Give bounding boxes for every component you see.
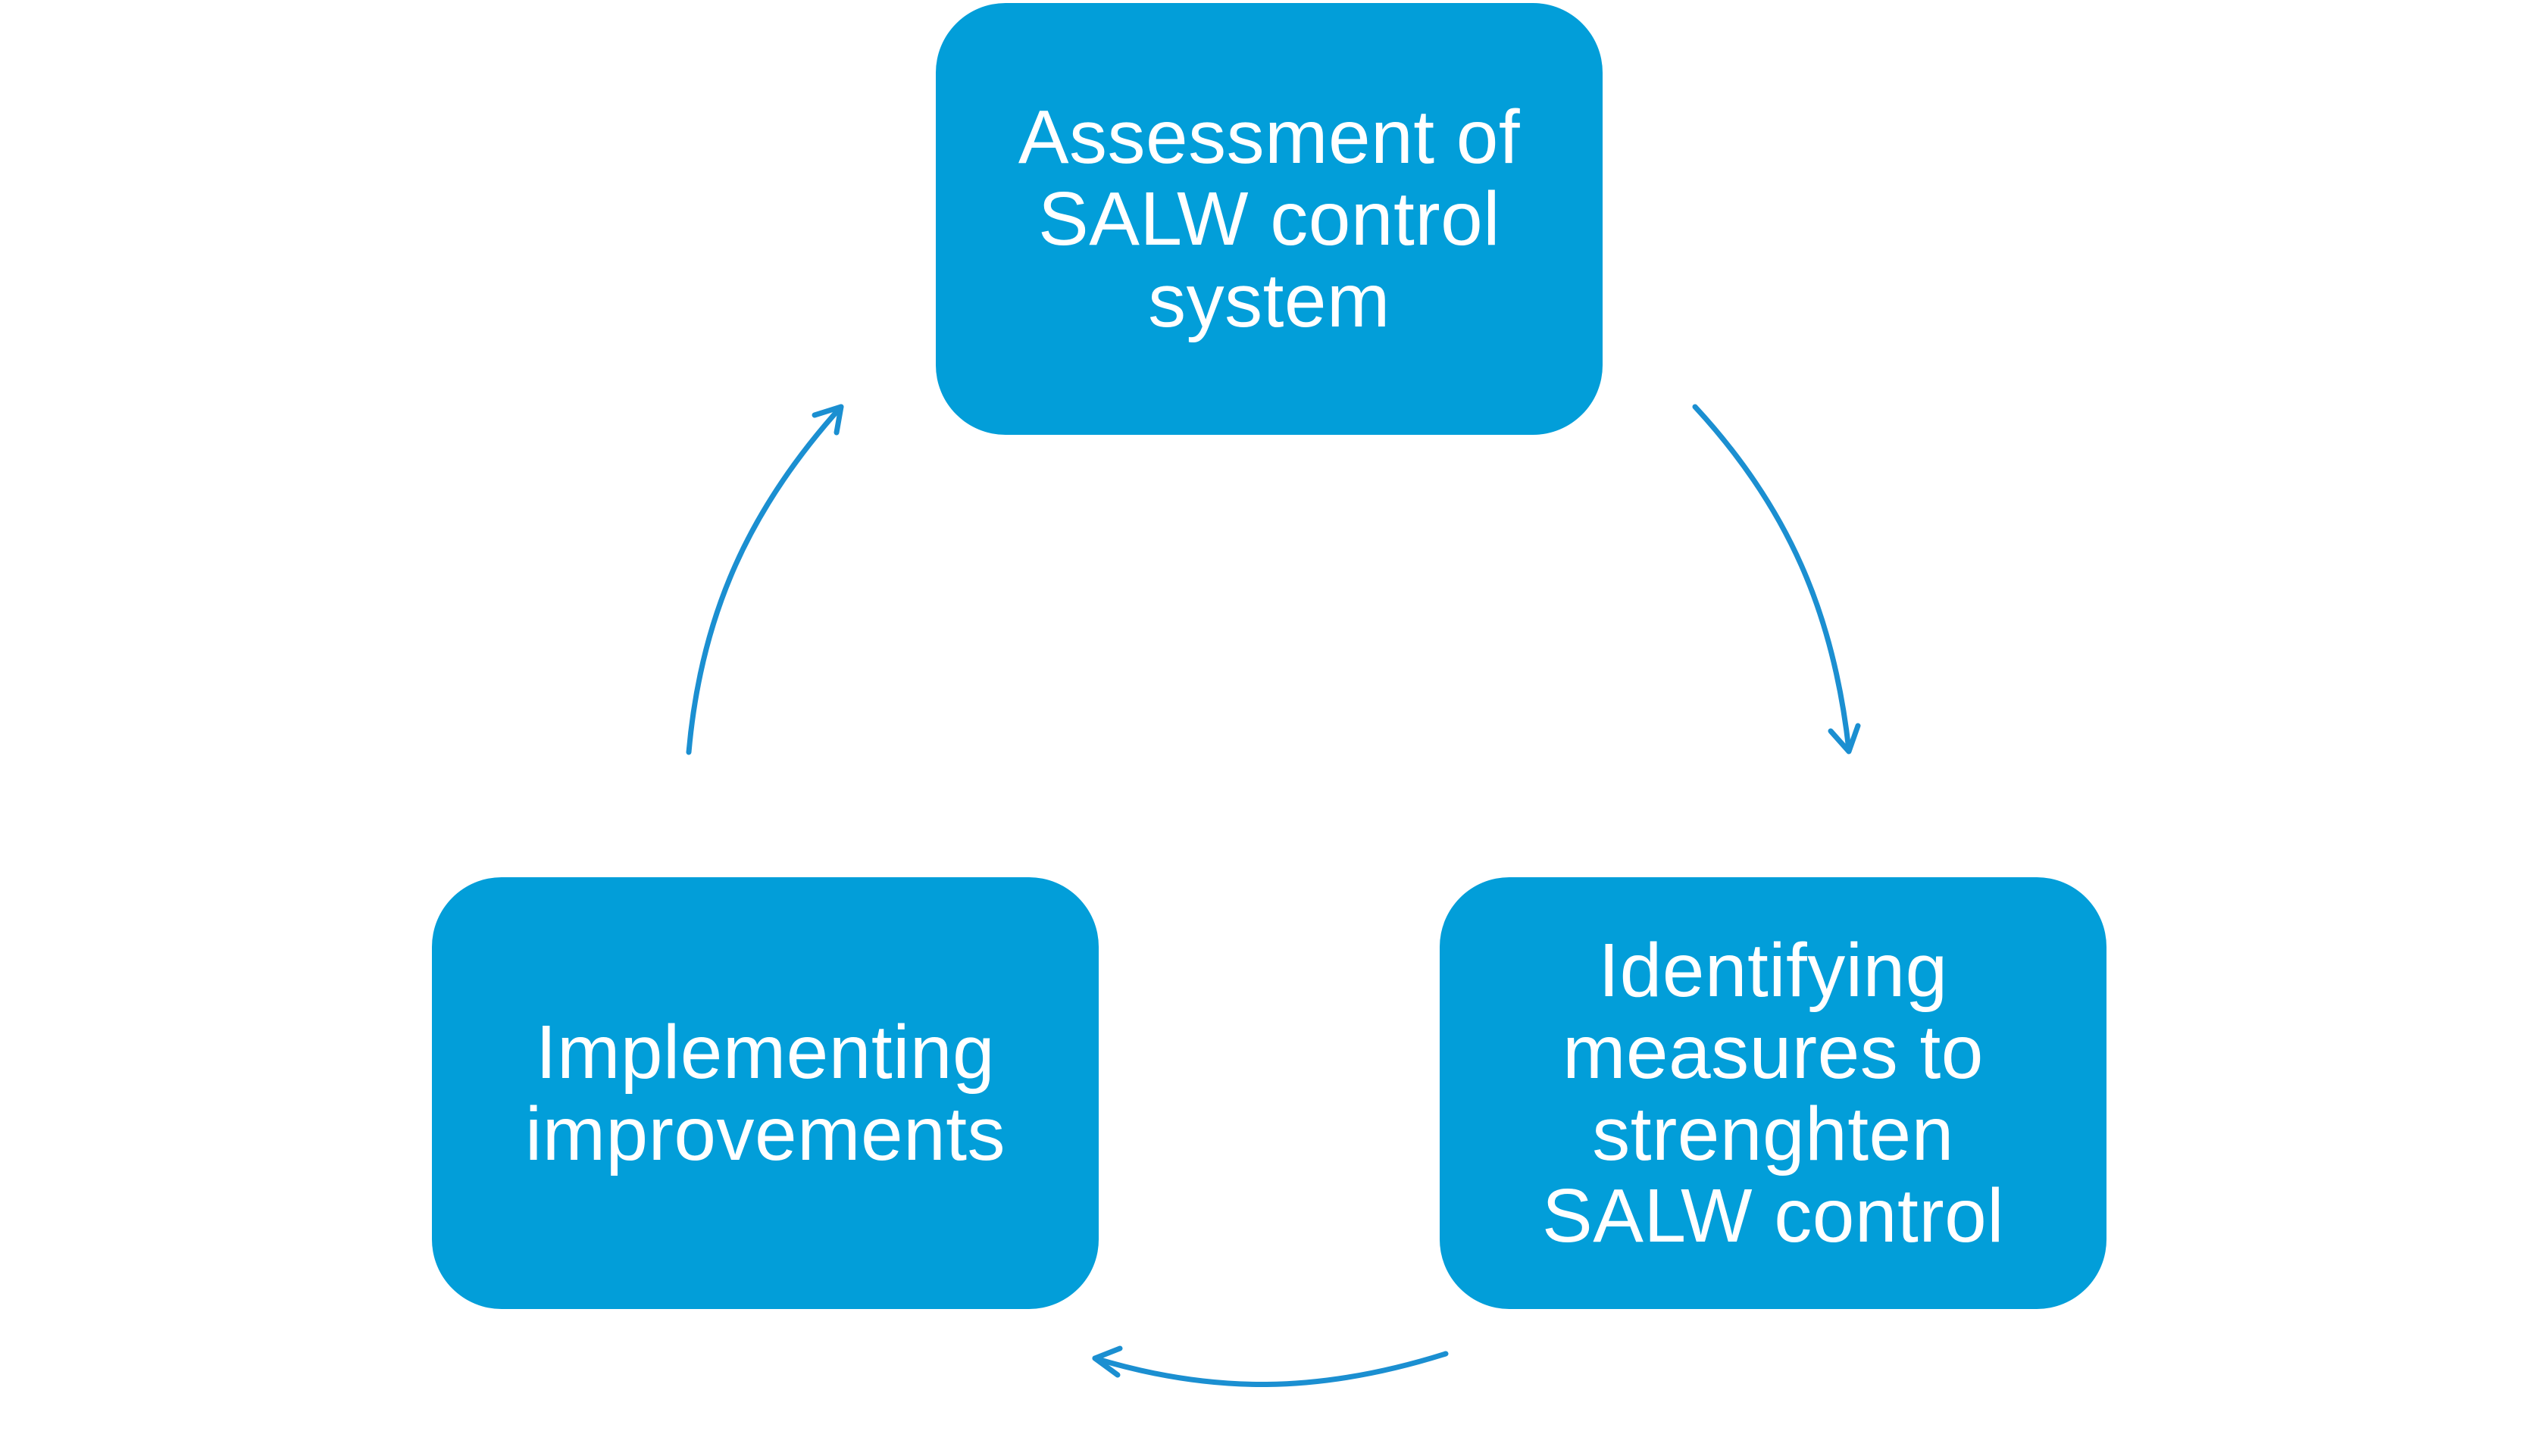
node-identifying-measures-label: Identifying measures to strenghten SALW …	[1542, 928, 2004, 1258]
node-implementing-improvements: Implementing improvements	[432, 877, 1099, 1309]
node-identifying-measures: Identifying measures to strenghten SALW …	[1440, 877, 2106, 1309]
arrow-implement-to-assessment-head	[812, 404, 844, 436]
node-implementing-improvements-label: Implementing improvements	[525, 1010, 1006, 1176]
arrow-implement-to-assessment-line	[686, 404, 844, 755]
arrow-assessment-to-identify	[1692, 404, 1861, 755]
arrow-identify-to-implement	[1092, 1345, 1449, 1387]
arrow-identify-to-implement-line	[1092, 1351, 1449, 1387]
arrow-assessment-to-identify-head	[1828, 723, 1861, 755]
arrow-implement-to-assessment	[686, 404, 844, 755]
node-assessment: Assessment of SALW control system	[936, 3, 1603, 435]
node-assessment-label: Assessment of SALW control system	[1018, 95, 1521, 343]
arrow-identify-to-implement-head	[1092, 1345, 1123, 1378]
arrow-assessment-to-identify-line	[1692, 404, 1852, 753]
